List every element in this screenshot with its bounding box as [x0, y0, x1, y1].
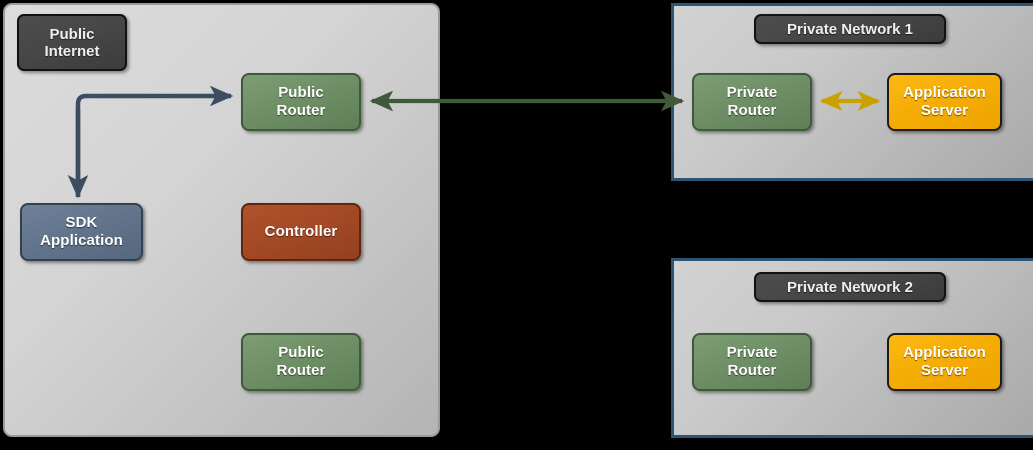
private-router-1-label-line2: Router	[727, 102, 777, 119]
sdk-application-label-line2: Application	[40, 232, 123, 249]
private-router-2-label-line1: Private	[726, 343, 778, 361]
application-server-1-label-line1: Application	[903, 83, 986, 101]
public-internet-label-line1: Public	[49, 25, 95, 43]
private-network-1-label: Private Network 1	[787, 20, 913, 38]
public-router-bottom-node[interactable]: Public Router	[241, 333, 361, 391]
controller-label: Controller	[264, 222, 338, 240]
private-network-2-badge: Private Network 2	[754, 272, 946, 302]
public-router-top-label-line1: Public	[278, 83, 324, 101]
private-router-1-node[interactable]: Private Router	[692, 73, 812, 131]
controller-node[interactable]: Controller	[241, 203, 361, 261]
private-router-2-node[interactable]: Private Router	[692, 333, 812, 391]
private-router-1-label-line1: Private	[726, 83, 778, 101]
private-network-2-label: Private Network 2	[787, 278, 913, 296]
public-router-top-label-line2: Router	[276, 102, 326, 119]
application-server-2-label-line1: Application	[903, 343, 986, 361]
public-router-bottom-label-line1: Public	[278, 343, 324, 361]
application-server-2-node[interactable]: Application Server	[887, 333, 1002, 391]
application-server-1-node[interactable]: Application Server	[887, 73, 1002, 131]
application-server-1-label-line2: Server	[920, 102, 969, 119]
private-network-1-badge: Private Network 1	[754, 14, 946, 44]
sdk-application-node[interactable]: SDK Application	[20, 203, 143, 261]
sdk-application-label-line1: SDK	[65, 213, 98, 231]
application-server-2-label-line2: Server	[920, 362, 969, 379]
public-internet-badge: Public Internet	[17, 14, 127, 71]
private-router-2-label-line2: Router	[727, 362, 777, 379]
public-router-bottom-label-line2: Router	[276, 362, 326, 379]
public-internet-label-line2: Internet	[44, 42, 100, 60]
public-router-top-node[interactable]: Public Router	[241, 73, 361, 131]
